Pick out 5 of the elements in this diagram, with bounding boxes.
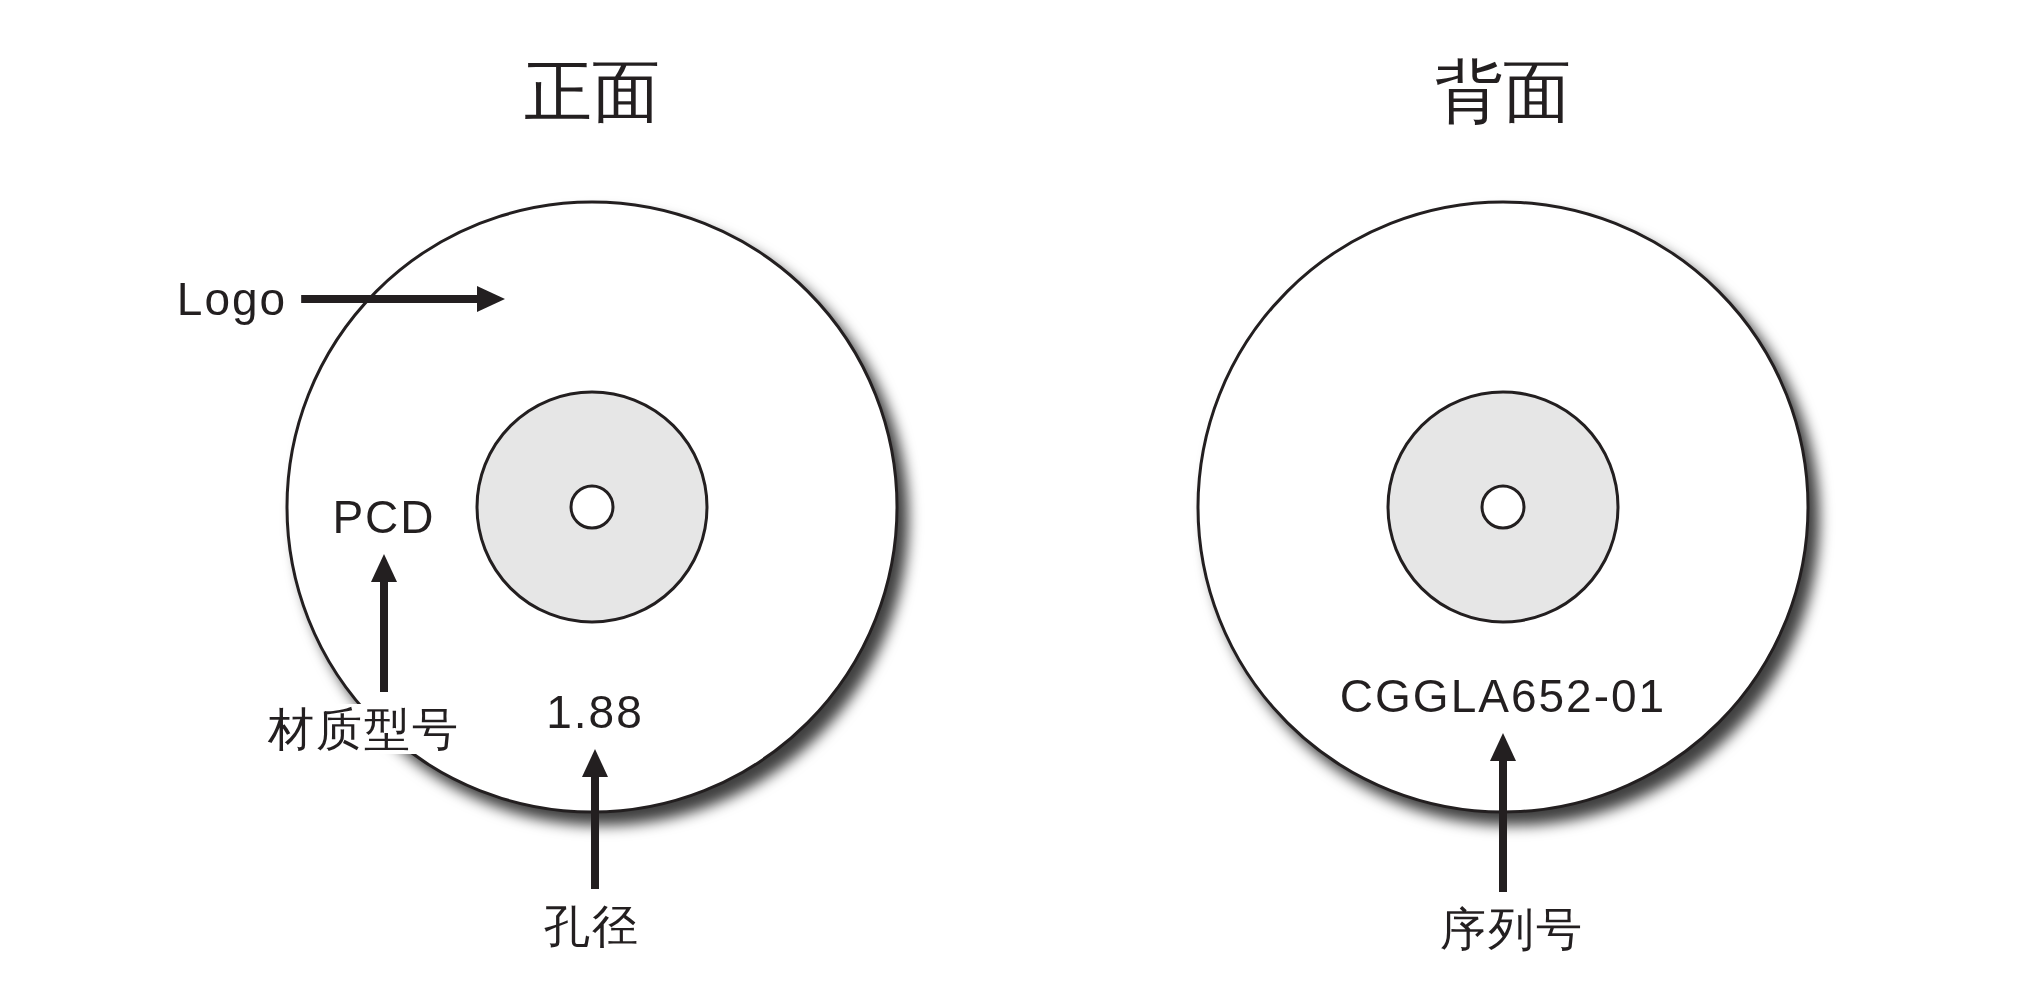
heading: 正面 <box>523 55 661 127</box>
disc-marking: PCD <box>332 492 436 542</box>
disc-marking: CGGLA652-01 <box>1339 671 1667 721</box>
disc-marking: 1.88 <box>546 687 644 737</box>
heading: 背面 <box>1434 55 1572 127</box>
